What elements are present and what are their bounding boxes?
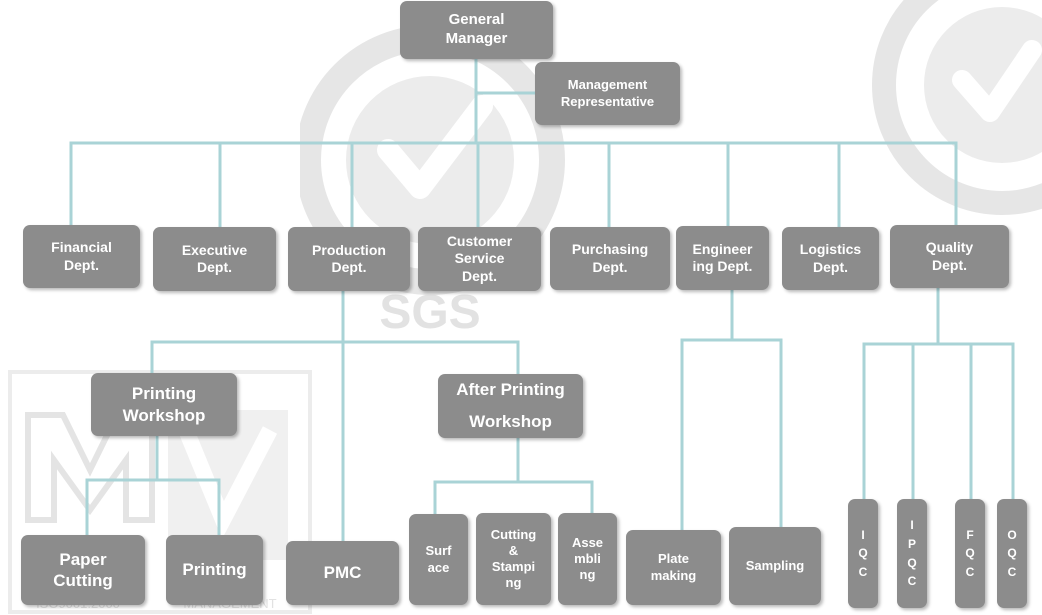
fqc-node: F Q C (955, 499, 985, 608)
printing-node: Printing (166, 535, 263, 605)
paper-cutting-node: Paper Cutting (21, 535, 145, 605)
sampling-node: Sampling (729, 527, 821, 605)
surface-node: Surf ace (409, 514, 468, 605)
cutting-stamping-node: Cutting & Stampi ng (476, 513, 551, 605)
general-manager-node: General Manager (400, 1, 553, 59)
financial-dept-node: Financial Dept. (23, 225, 140, 288)
management-representative-node: Management Representative (535, 62, 680, 125)
executive-dept-node: Executive Dept. (153, 227, 276, 291)
engineering-dept-node: Engineer ing Dept. (676, 226, 769, 290)
plate-making-node: Plate making (626, 530, 721, 605)
pmc-node: PMC (286, 541, 399, 605)
iqc-node: I Q C (848, 499, 878, 608)
quality-dept-node: Quality Dept. (890, 225, 1009, 288)
oqc-node: O Q C (997, 499, 1027, 608)
assembling-node: Asse mbli ng (558, 513, 617, 605)
customer-service-dept-node: Customer Service Dept. (418, 227, 541, 291)
production-dept-node: Production Dept. (288, 227, 410, 291)
logistics-dept-node: Logistics Dept. (782, 227, 879, 290)
ipqc-node: I P Q C (897, 499, 927, 608)
printing-workshop-node: Printing Workshop (91, 373, 237, 436)
after-printing-workshop-node: After Printing Workshop (438, 374, 583, 438)
purchasing-dept-node: Purchasing Dept. (550, 227, 670, 290)
